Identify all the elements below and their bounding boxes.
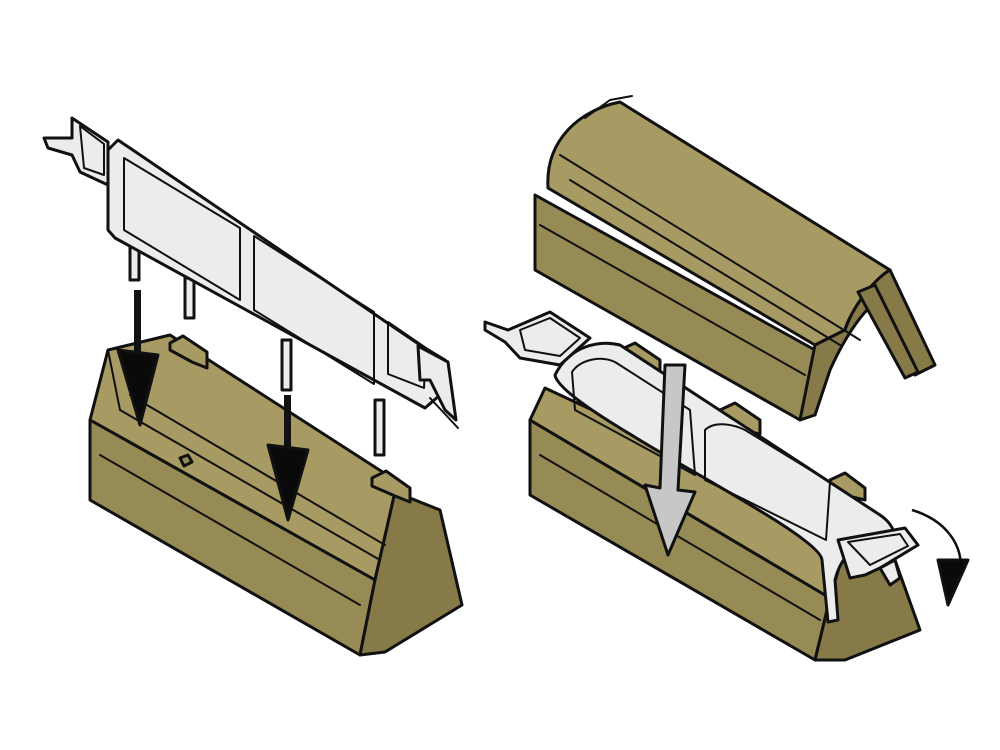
right-installed-mesh: [483, 310, 920, 624]
down-arrow-icon: [266, 395, 310, 522]
left-mesh-grille: [42, 116, 459, 457]
down-arrow-icon: [643, 363, 697, 557]
tab-notch: [168, 334, 209, 370]
down-arrow-icon: [116, 290, 160, 427]
left-base-block: [88, 333, 464, 657]
right-ridge-cap: [533, 95, 937, 422]
curved-arrow-icon: [911, 508, 970, 607]
tab-notch: [370, 469, 412, 504]
